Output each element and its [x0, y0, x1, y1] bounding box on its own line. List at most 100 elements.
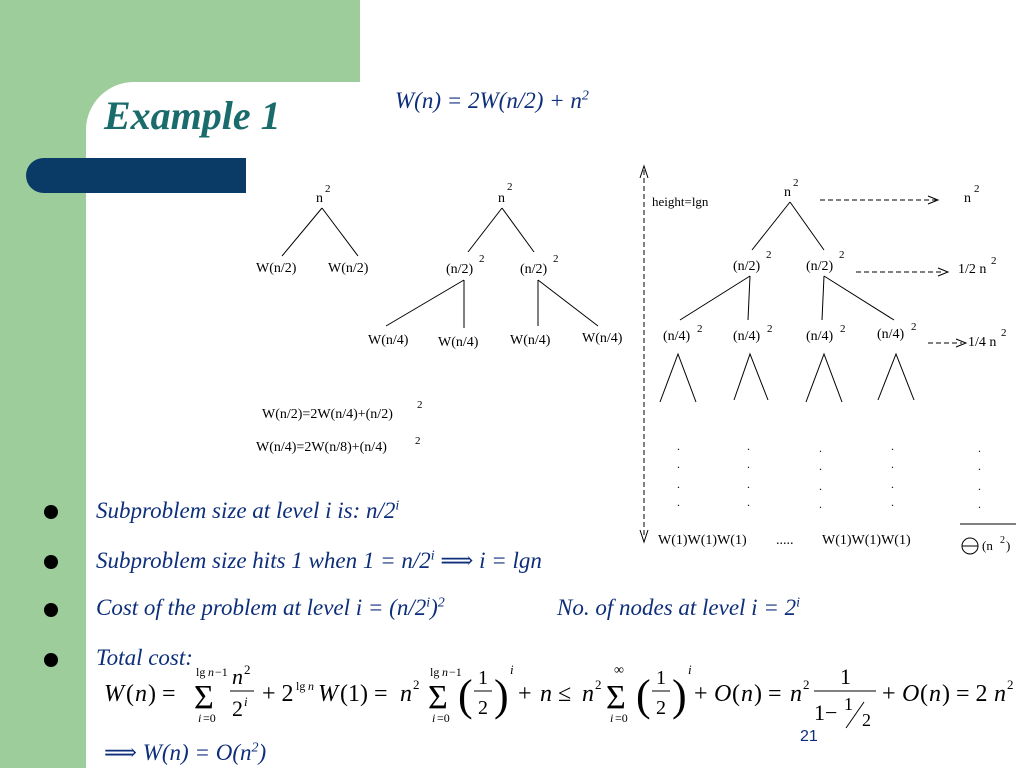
nodes-at-level-text: No. of nodes at level i = 2i — [557, 595, 800, 620]
svg-text:.: . — [677, 439, 680, 453]
svg-text:.: . — [677, 457, 680, 471]
svg-text:Σ: Σ — [194, 679, 214, 716]
svg-text:1: 1 — [844, 694, 853, 714]
svg-text:.: . — [891, 439, 894, 453]
svg-text:2: 2 — [232, 696, 243, 721]
tree-right-root-exp: 2 — [793, 177, 799, 189]
tree-middle-l1-1-exp: 2 — [479, 253, 485, 265]
svg-text:lg: lg — [296, 679, 305, 693]
bullet-dot-1 — [44, 505, 58, 519]
bullet-text-3: Cost of the problem at level i = (n/2i)2 — [96, 595, 445, 620]
svg-text:1: 1 — [656, 667, 666, 689]
svg-text:n: n — [442, 665, 448, 679]
svg-text:∞: ∞ — [614, 663, 624, 678]
svg-text:(: ( — [920, 681, 928, 707]
tree-right-l2-2: (n/4) — [733, 329, 761, 344]
svg-text:Σ: Σ — [428, 679, 448, 716]
tree-middle-l1-2-exp: 2 — [553, 253, 559, 265]
ellipsis-dots: .... .... .... .... .... — [677, 439, 981, 511]
svg-text:.: . — [747, 477, 750, 491]
svg-text:2: 2 — [1007, 677, 1014, 692]
tree-right-l2-1: (n/4) — [663, 329, 691, 344]
tree-right: height=lgn n 2 (n/2) 2 (n/2) 2 (n/4) 2 (… — [639, 164, 1016, 555]
recursion-tree-diagram: n 2 W(n/2) W(n/2) n 2 (n/2) 2 (n/2) 2 W(… — [256, 164, 1016, 555]
svg-text:O: O — [902, 681, 919, 707]
tree-left: n 2 W(n/2) W(n/2) — [256, 183, 369, 276]
bullet-dot-3 — [44, 603, 58, 617]
svg-text:.: . — [819, 497, 822, 511]
tree-right-l2-4: (n/4) — [877, 327, 905, 342]
svg-text:−1: −1 — [215, 665, 228, 679]
svg-text:.: . — [677, 495, 680, 509]
svg-text:W: W — [318, 681, 340, 707]
svg-text:2: 2 — [656, 697, 666, 719]
svg-text:.: . — [978, 441, 981, 455]
svg-text:.: . — [819, 479, 822, 493]
svg-text:.: . — [747, 439, 750, 453]
svg-text:.: . — [978, 459, 981, 473]
svg-text:−1: −1 — [449, 665, 462, 679]
svg-text:(: ( — [126, 681, 134, 707]
decorative-bar — [26, 158, 246, 193]
svg-text:i: i — [610, 711, 613, 725]
tree-right-root: n — [784, 185, 791, 200]
expansion-1: W(n/2)=2W(n/4)+(n/2) — [262, 407, 393, 422]
implies-arrow-icon: ⟹ — [104, 740, 137, 765]
height-label: height=lgn — [652, 194, 709, 209]
level-cost-0: n — [964, 191, 971, 206]
svg-text:2: 2 — [862, 710, 871, 730]
svg-text:i: i — [688, 662, 692, 677]
tree-right-l1-2: (n/2) — [806, 259, 834, 274]
background-white-top — [360, 0, 1024, 82]
svg-text:n: n — [540, 681, 552, 707]
svg-text:.: . — [819, 441, 822, 455]
svg-text:.: . — [891, 457, 894, 471]
svg-text:2: 2 — [803, 677, 810, 692]
svg-text:n: n — [400, 681, 412, 707]
total-cost-label: (n — [982, 538, 993, 553]
tree-right-l1-1: (n/2) — [733, 259, 761, 274]
svg-text:2: 2 — [244, 662, 251, 677]
svg-text:(: ( — [636, 671, 651, 720]
svg-text:n: n — [208, 665, 214, 679]
tree-middle-l2-4: W(n/4) — [582, 331, 623, 346]
svg-text:.: . — [891, 477, 894, 491]
recurrence-formula: W(n) = 2W(n/2) + n2 — [395, 88, 589, 113]
tree-left-root: n — [316, 191, 323, 206]
svg-text:=0: =0 — [203, 711, 216, 725]
bullet-text-4: Total cost: — [96, 645, 193, 670]
level-cost-1: 1/2 n — [958, 262, 986, 277]
tree-right-l2-1-exp: 2 — [697, 323, 703, 335]
svg-text:.: . — [891, 495, 894, 509]
svg-text:.: . — [747, 495, 750, 509]
level-cost-2-exp: 2 — [1001, 327, 1007, 339]
svg-text:): ) — [672, 671, 687, 720]
tree-middle-root: n — [498, 191, 505, 206]
expansion-2-exp: 2 — [415, 435, 421, 447]
leaves-right: W(1)W(1)W(1) — [822, 533, 911, 548]
svg-text:W: W — [104, 681, 126, 707]
tree-right-l2-2-exp: 2 — [767, 323, 773, 335]
svg-text:i: i — [198, 711, 201, 725]
svg-text:.: . — [747, 457, 750, 471]
svg-text:.: . — [978, 479, 981, 493]
svg-text:+ 2: + 2 — [262, 681, 294, 707]
svg-text:1: 1 — [840, 664, 851, 689]
bullet-text-1: Subproblem size at level i is: n/2i — [96, 498, 400, 523]
svg-text:lg: lg — [430, 665, 439, 679]
leaves-dots: ..... — [776, 533, 794, 548]
svg-text:lg: lg — [196, 665, 205, 679]
level-cost-0-exp: 2 — [974, 183, 980, 195]
conclusion: ⟹ W(n) = O(n2) — [104, 740, 267, 765]
svg-text:+: + — [694, 681, 708, 707]
svg-text:n: n — [994, 681, 1006, 707]
svg-text:(1) =: (1) = — [340, 681, 388, 707]
svg-text:) = 2: ) = 2 — [942, 681, 988, 707]
tree-middle-l2-2: W(n/4) — [438, 335, 479, 350]
tree-middle: n 2 (n/2) 2 (n/2) 2 W(n/4) W(n/4) W(n/4)… — [368, 181, 623, 350]
svg-text:.: . — [677, 477, 680, 491]
svg-text:2: 2 — [595, 677, 602, 692]
svg-text:=0: =0 — [615, 711, 628, 725]
tree-right-l1-2-exp: 2 — [839, 249, 845, 261]
